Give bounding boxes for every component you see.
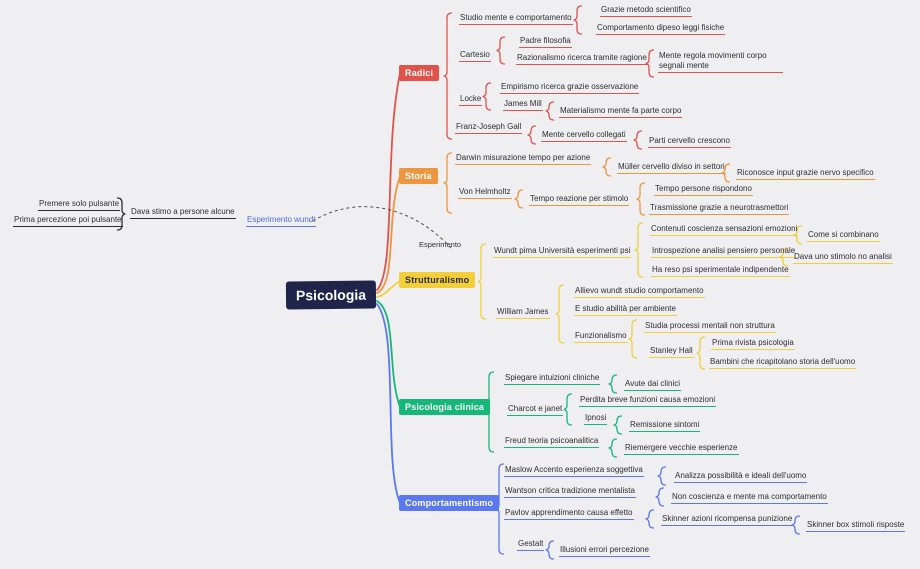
- node-darwin-misurazione[interactable]: Darwin misurazione tempo per azione: [455, 153, 592, 165]
- brace-connector: [608, 374, 618, 394]
- brace-connector: [696, 336, 706, 370]
- node-muller-cervello-settori[interactable]: Müller cervello diviso in settori: [617, 162, 726, 174]
- node-riconosce-input-nervo[interactable]: Riconosce input grazie nervo specifico: [736, 168, 875, 180]
- node-bambini-ricapitolano[interactable]: Bambini che ricapitolano storia dell'uom…: [709, 357, 857, 369]
- node-ha-reso-psi-indipendente[interactable]: Ha reso psi sperimentale indipendente: [651, 265, 790, 277]
- node-premere-solo-pulsante[interactable]: Premere solo pulsante: [38, 199, 121, 211]
- branch-curve-comportamentismo: [376, 303, 401, 504]
- brace-connector: [602, 157, 612, 177]
- node-locke[interactable]: Locke: [459, 94, 483, 106]
- node-padre-filosofia[interactable]: Padre filosofia: [519, 36, 572, 48]
- node-william-james[interactable]: William James: [496, 307, 550, 319]
- node-maslow-esperienza[interactable]: Maslow Accento esperienza soggettiva: [504, 465, 644, 477]
- node-tempo-persone-rispondono[interactable]: Tempo persone rispondono: [654, 184, 753, 196]
- node-tempo-reazione-stimolo[interactable]: Tempo reazione per stimolo: [529, 194, 630, 206]
- brace-connector: [628, 319, 638, 359]
- brace-connector: [613, 415, 623, 435]
- branch-label-comportamentismo[interactable]: Comportamentismo: [399, 495, 500, 511]
- node-esperimento-wundt[interactable]: Esperimento wundt: [246, 215, 317, 227]
- node-studio-mente-comportamento[interactable]: Studio mente e comportamento: [459, 13, 573, 25]
- node-skinner-box[interactable]: Skinner box stimoli risposte: [806, 520, 906, 532]
- brace-connector: [634, 222, 644, 278]
- brace-connector: [563, 393, 573, 426]
- node-mente-cervello-collegati[interactable]: Mente cervello collegati: [541, 130, 627, 142]
- node-mente-regola-movimenti[interactable]: Mente regola movimenti corpo segnali men…: [658, 51, 783, 73]
- brace-connector: [655, 487, 665, 507]
- node-gestalt[interactable]: Gestalt: [517, 539, 545, 551]
- node-riemergere-esperienze[interactable]: Riemergere vecchie esperienze: [624, 443, 739, 455]
- annotation-esperimento[interactable]: Esperimento: [419, 240, 462, 249]
- node-funzionalismo[interactable]: Funzionalismo: [574, 331, 628, 343]
- node-contenuti-coscienza[interactable]: Contenuti coscienza sensazioni emozioni: [650, 224, 799, 236]
- node-pavlov-apprendimento[interactable]: Pavlov apprendimento causa effetto: [504, 508, 634, 520]
- node-wantson-critica[interactable]: Wantson critica tradizione mentalista: [504, 486, 636, 498]
- node-stanley-hall[interactable]: Stanley Hall: [649, 346, 694, 358]
- node-grazie-metodo-scientifico[interactable]: Grazie metodo scientifico: [600, 5, 692, 17]
- brace-connector: [657, 466, 667, 486]
- node-von-helmholtz[interactable]: Von Helmholtz: [458, 187, 512, 199]
- branch-label-strutturalismo[interactable]: Strutturalismo: [399, 272, 476, 288]
- node-illusioni-percezione[interactable]: Illusioni errori percezione: [559, 545, 650, 557]
- node-freud-psicoanalitica[interactable]: Freud teoria psicoanalitica: [504, 436, 600, 448]
- brace-connector: [443, 152, 453, 214]
- node-trasmissione-neurotrasmettori[interactable]: Trasmissione grazie a neurotrasmettori: [649, 203, 790, 215]
- node-charcot-e-janet[interactable]: Charcot e janet: [507, 404, 564, 416]
- brace-connector: [645, 509, 655, 529]
- brace-connector: [608, 438, 618, 458]
- brace-connector: [545, 540, 555, 560]
- branch-label-psicologia-clinica[interactable]: Psicologia clinica: [399, 399, 491, 415]
- node-prima-rivista-psicologia[interactable]: Prima rivista psicologia: [711, 338, 795, 350]
- brace-connector: [514, 189, 524, 209]
- brace-connector: [443, 12, 453, 140]
- node-non-coscienza-comportamento[interactable]: Non coscienza e mente ma comportamento: [671, 492, 828, 504]
- branch-curve-storia: [376, 175, 401, 294]
- branch-curve-strutturalismo: [376, 280, 401, 298]
- node-razionalismo[interactable]: Razionalismo ricerca tramite ragione: [516, 53, 648, 65]
- branch-label-radici[interactable]: Radici: [399, 65, 440, 81]
- node-remissione-sintomi[interactable]: Remissione sintomi: [629, 420, 701, 432]
- brace-connector: [573, 5, 583, 35]
- brace-connector: [636, 182, 646, 216]
- brace-connector: [482, 82, 492, 111]
- node-ipnosi[interactable]: Ipnosi: [584, 413, 608, 425]
- node-introspezione-analisi[interactable]: Introspezione analisi pensiero personale: [651, 246, 797, 258]
- node-dava-stimo-a-persone[interactable]: Dava stimo a persone alcune: [130, 207, 236, 219]
- root-node-psicologia[interactable]: Psicologia: [285, 280, 377, 310]
- branch-curve-radici: [376, 72, 401, 291]
- node-e-studio-abilita[interactable]: E studio abilità per ambiente: [574, 304, 677, 316]
- node-parti-cervello-crescono[interactable]: Parti cervello crescono: [648, 136, 731, 148]
- brace-connector: [527, 125, 537, 145]
- node-empirismo[interactable]: Empirismo ricerca grazie osservazione: [500, 82, 640, 94]
- brace-connector: [555, 284, 565, 344]
- node-franz-joseph-gall[interactable]: Franz-Joseph Gall: [455, 122, 523, 134]
- node-studia-processi-mentali[interactable]: Studia processi mentali non struttura: [644, 321, 776, 333]
- node-spiegare-intuizioni[interactable]: Spiegare intuizioni cliniche: [504, 373, 601, 385]
- node-allievo-wundt[interactable]: Allievo wundt studio comportamento: [574, 286, 705, 298]
- node-wundt-universita[interactable]: Wundt pima Università esperimenti psi: [493, 246, 632, 258]
- brace-connector: [477, 243, 487, 320]
- brace-connector: [496, 36, 506, 65]
- node-prima-percezione-poi-pulsante[interactable]: Prima percezione poi pulsante: [13, 215, 123, 227]
- node-perdita-breve-funzioni[interactable]: Perdita breve funzioni causa emozioni: [579, 395, 717, 407]
- node-come-si-combinano[interactable]: Come si combinano: [807, 230, 880, 242]
- node-avute-dai-clinici[interactable]: Avute dai clinici: [624, 379, 681, 391]
- node-analizza-possibilita[interactable]: Analizza possibilità e ideali dell'uomo: [674, 471, 808, 483]
- node-james-mill[interactable]: James Mill: [503, 99, 543, 111]
- node-dava-uno-stimolo[interactable]: Dava uno stimolo no analisi: [793, 252, 893, 264]
- brace-connector: [545, 101, 555, 121]
- node-materialismo[interactable]: Materialismo mente fa parte corpo: [559, 106, 683, 118]
- branch-label-storia[interactable]: Storia: [399, 168, 438, 184]
- brace-connector: [633, 130, 643, 150]
- node-skinner-azioni[interactable]: Skinner azioni ricompensa punizione: [661, 514, 794, 526]
- branch-curve-clinica: [376, 300, 401, 408]
- node-cartesio[interactable]: Cartesio: [459, 50, 491, 62]
- node-comportamento-leggi-fisiche[interactable]: Comportamento dipeso leggi fisiche: [596, 23, 726, 35]
